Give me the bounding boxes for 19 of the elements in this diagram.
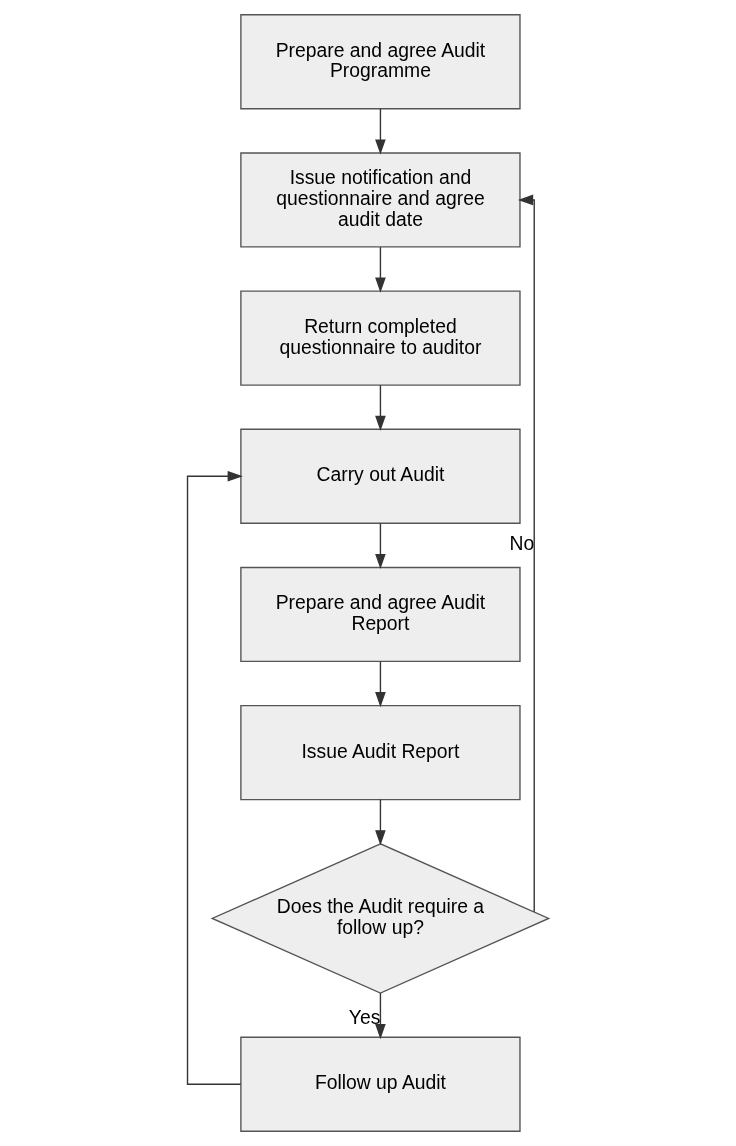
edge-label: Yes: [348, 1006, 381, 1029]
node-box: Return completed questionnaire to auditor: [240, 290, 521, 386]
node-box: Carry out Audit: [240, 428, 521, 524]
node-box: Issue notification and questionnaire and agree audit date: [240, 152, 521, 248]
node-box: Follow up Audit: [240, 1036, 521, 1132]
arrow: [375, 992, 386, 1040]
arrow: [375, 246, 386, 293]
edge-label: No: [509, 531, 535, 554]
node-box: Prepare and agree Audit Programme: [240, 14, 521, 110]
node-box: Issue Audit Report: [240, 704, 521, 801]
arrow: [375, 108, 386, 155]
node-diamond: Does the Audit require a follow up?: [210, 843, 551, 994]
arrow: [517, 194, 535, 913]
arrow: [375, 522, 386, 570]
arrow: [375, 384, 386, 431]
arrow: [375, 799, 386, 846]
node-box: Prepare and agree Audit Report: [240, 566, 521, 663]
arrow: [186, 470, 243, 1085]
arrow: [375, 660, 386, 708]
